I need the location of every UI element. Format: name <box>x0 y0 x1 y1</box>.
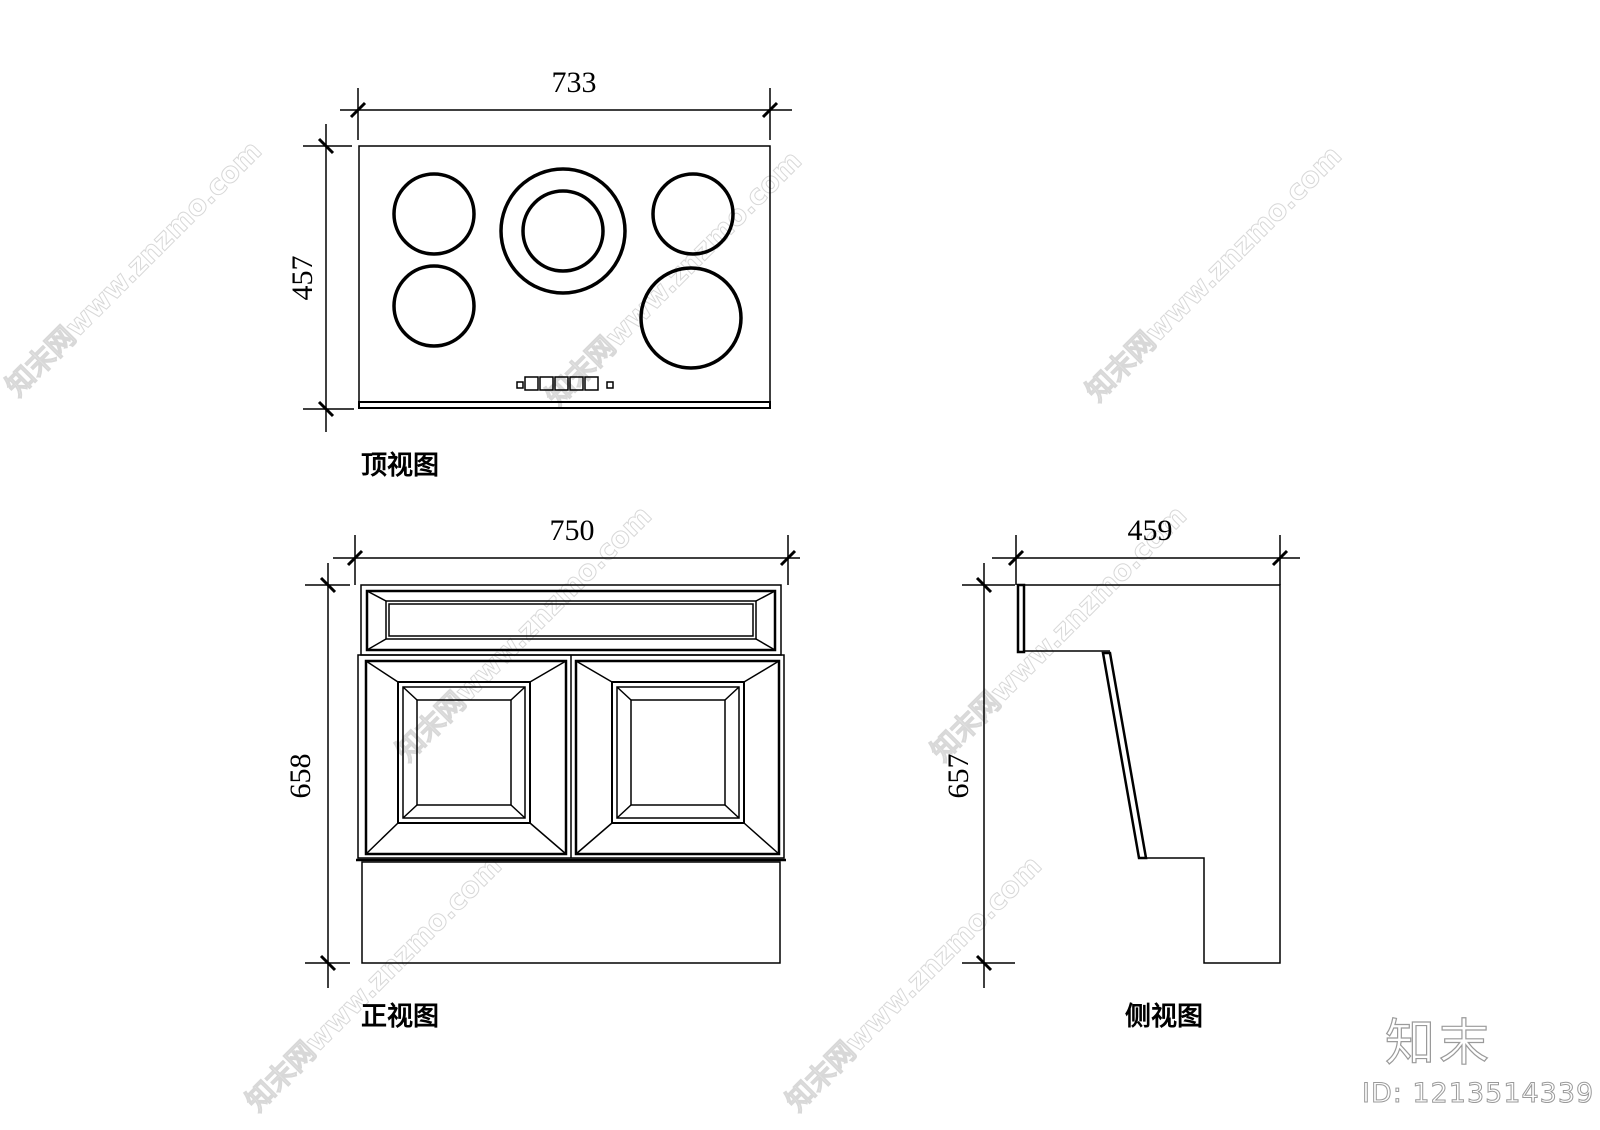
side-view <box>962 535 1300 988</box>
front-width-dimension: 750 <box>550 514 595 547</box>
top-height-dimension: 457 <box>286 256 319 301</box>
top-width-dimension: 733 <box>552 66 597 99</box>
top-view <box>303 88 792 432</box>
top-view-caption: 顶视图 <box>361 451 440 481</box>
side-width-dimension: 459 <box>1128 514 1173 547</box>
front-height-dimension: 658 <box>284 754 317 799</box>
side-height-dimension: 657 <box>942 754 975 799</box>
watermark-logo: 知末 <box>1384 1013 1493 1072</box>
front-view <box>305 535 800 988</box>
watermark-id: ID: 1213514339 <box>1361 1078 1595 1110</box>
side-view-caption: 侧视图 <box>1125 1002 1204 1032</box>
front-view-caption: 正视图 <box>361 1002 440 1032</box>
